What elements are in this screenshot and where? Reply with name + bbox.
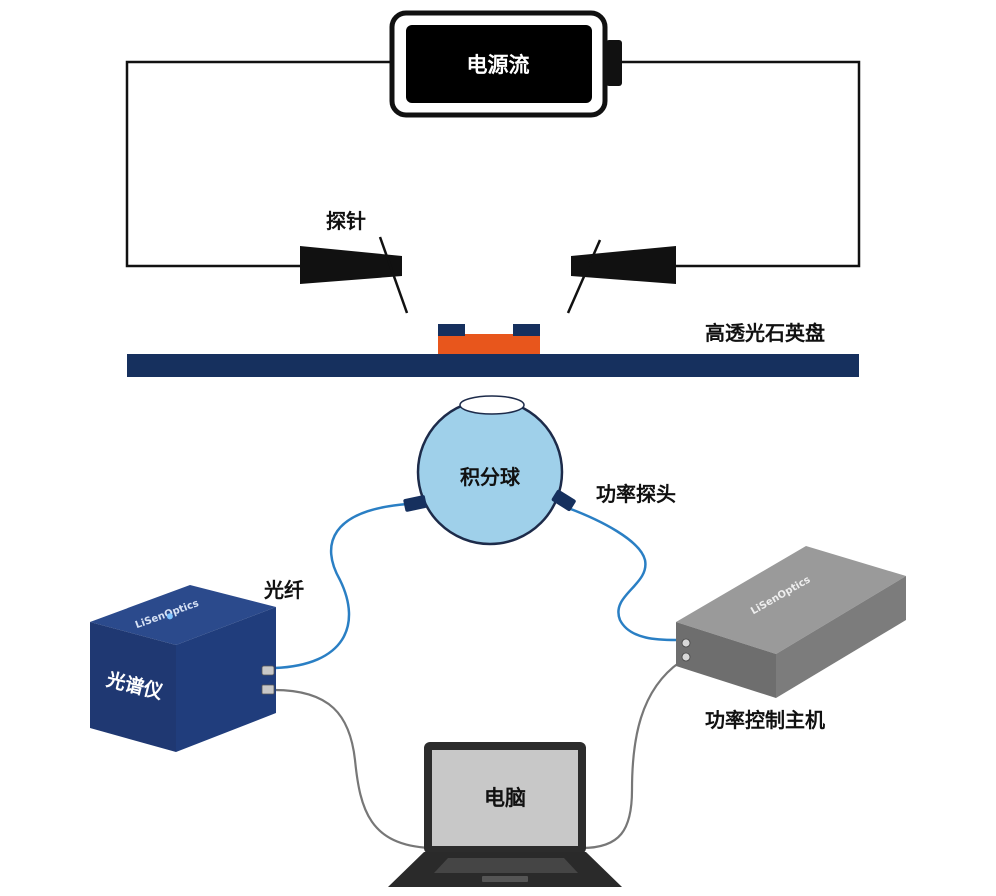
spectrometer-top <box>90 585 276 645</box>
laptop: 电脑 <box>388 742 622 887</box>
sphere-probe-port <box>551 489 576 512</box>
controller-front <box>676 622 776 698</box>
battery-fill <box>406 25 592 103</box>
power-probe-cable <box>566 506 678 642</box>
chip-pad-left <box>438 324 465 336</box>
quartz-disc <box>127 324 859 377</box>
laptop-keyboard <box>434 858 578 873</box>
power-supply: 电源流 <box>389 10 622 118</box>
quartz-disc-label: 高透光石英盘 <box>705 321 825 345</box>
connections <box>272 502 682 850</box>
sphere-port <box>459 395 525 415</box>
controller-usb-port <box>681 652 691 662</box>
wire-right <box>620 60 861 268</box>
controller-top <box>676 546 906 654</box>
spectrometer-usb-port <box>261 684 275 695</box>
power-controller-label: 功率控制主机 <box>705 708 825 732</box>
wire-left <box>125 60 392 268</box>
laptop-trackpad <box>482 876 528 882</box>
integrating-sphere-label: 积分球 <box>460 465 521 489</box>
power-supply-label: 电源流 <box>467 53 530 77</box>
laptop-screen <box>432 750 578 846</box>
controller-probe-port <box>681 638 691 648</box>
usb-cable-spectrometer <box>272 688 432 850</box>
controller-side <box>776 576 906 698</box>
chip-pad-right <box>513 324 540 336</box>
probe-label: 探针 <box>326 209 366 233</box>
spectrometer-fiber-port <box>261 665 275 676</box>
spectrometer-front <box>90 622 176 752</box>
probe-right <box>566 239 676 314</box>
disc-plate <box>127 354 859 377</box>
circuit-wires <box>125 60 861 268</box>
sphere-fiber-port <box>403 495 427 512</box>
probe-left <box>300 236 409 314</box>
spectrometer-side <box>176 607 276 752</box>
integrating-sphere: 积分球 <box>403 395 576 546</box>
usb-cable-controller <box>580 660 682 850</box>
logo-dot-icon <box>166 613 173 620</box>
power-controller: LiSenOptics <box>676 546 906 698</box>
battery-terminal <box>606 40 622 86</box>
computer-label: 电脑 <box>484 786 526 810</box>
power-probe-label: 功率探头 <box>596 482 676 506</box>
spectrometer: LiSenOptics 光谱仪 <box>90 585 276 752</box>
fiber-cable <box>273 502 410 670</box>
led-chip <box>438 334 540 354</box>
fiber-label: 光纤 <box>263 578 304 602</box>
